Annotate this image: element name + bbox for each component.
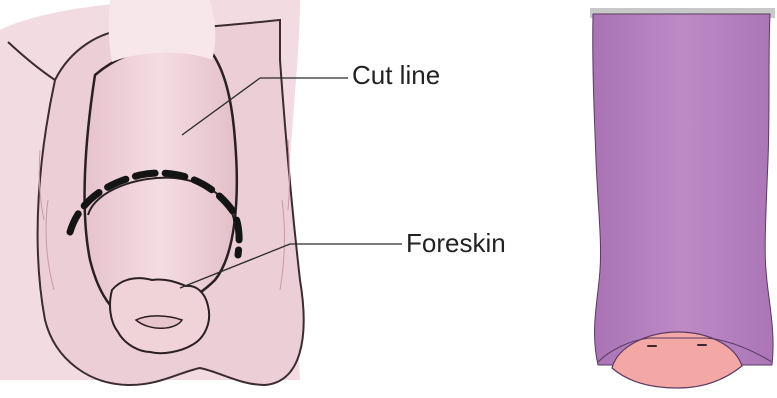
- purple-tube: [593, 14, 773, 365]
- anatomy-illustration: [0, 0, 402, 385]
- schematic-illustration: [590, 8, 775, 388]
- shaft: [85, 45, 237, 318]
- cut-line-label: Cut line: [352, 60, 440, 91]
- shaft-highlight: [109, 0, 216, 62]
- foreskin-label: Foreskin: [406, 228, 506, 259]
